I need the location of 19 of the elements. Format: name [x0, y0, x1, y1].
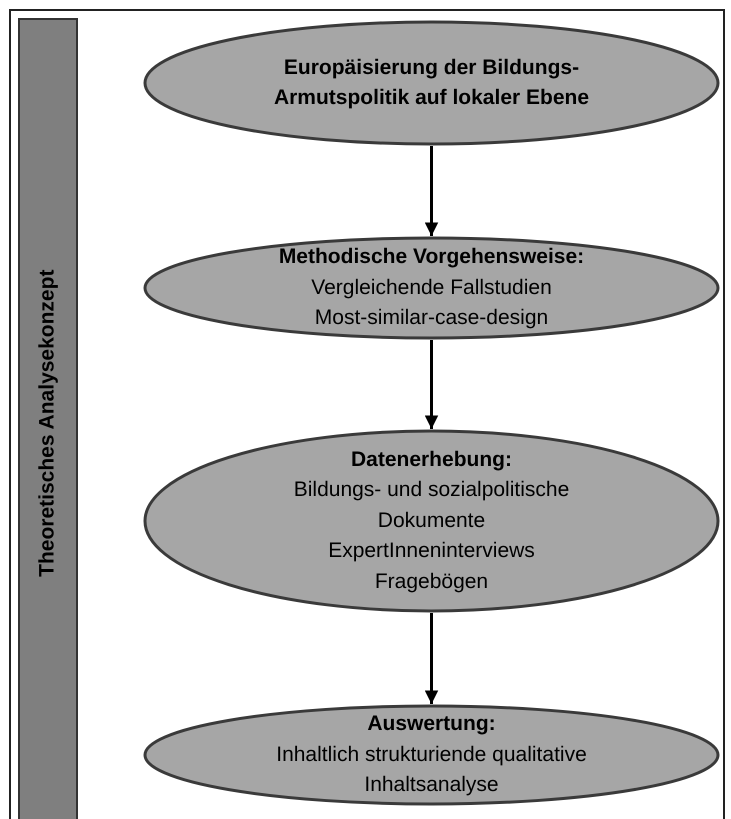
side-band — [18, 18, 78, 819]
ellipse-node — [143, 429, 720, 613]
ellipse-node — [143, 236, 720, 340]
node-heading: Datenerhebung: — [350, 446, 512, 473]
node-text: Europäisierung der Bildungs-Armutspolitik auf lokaler Ebene — [272, 54, 590, 111]
node-text: Inhaltlich strukturiende qualitative Inhaltsanalyse — [275, 742, 588, 798]
node-text: Most-similar-case-design — [314, 305, 548, 332]
node-text: Bildungs- und sozialpolitische Dokumente — [292, 477, 570, 534]
node-text: Fragebögen — [374, 568, 488, 595]
ellipse-node — [143, 20, 720, 146]
node-text: ExpertInneninterviews — [328, 538, 535, 564]
node-heading: Auswertung: — [367, 711, 496, 738]
node-heading: Methodische Vorgehensweise: — [278, 244, 584, 270]
arrow — [424, 146, 438, 236]
arrow — [424, 613, 438, 704]
node-text: Theoretisches Analysekonzept — [34, 269, 60, 577]
ellipse-node — [143, 704, 720, 806]
arrow — [424, 340, 438, 429]
node-text: Vergleichende Fallstudien — [311, 274, 552, 301]
